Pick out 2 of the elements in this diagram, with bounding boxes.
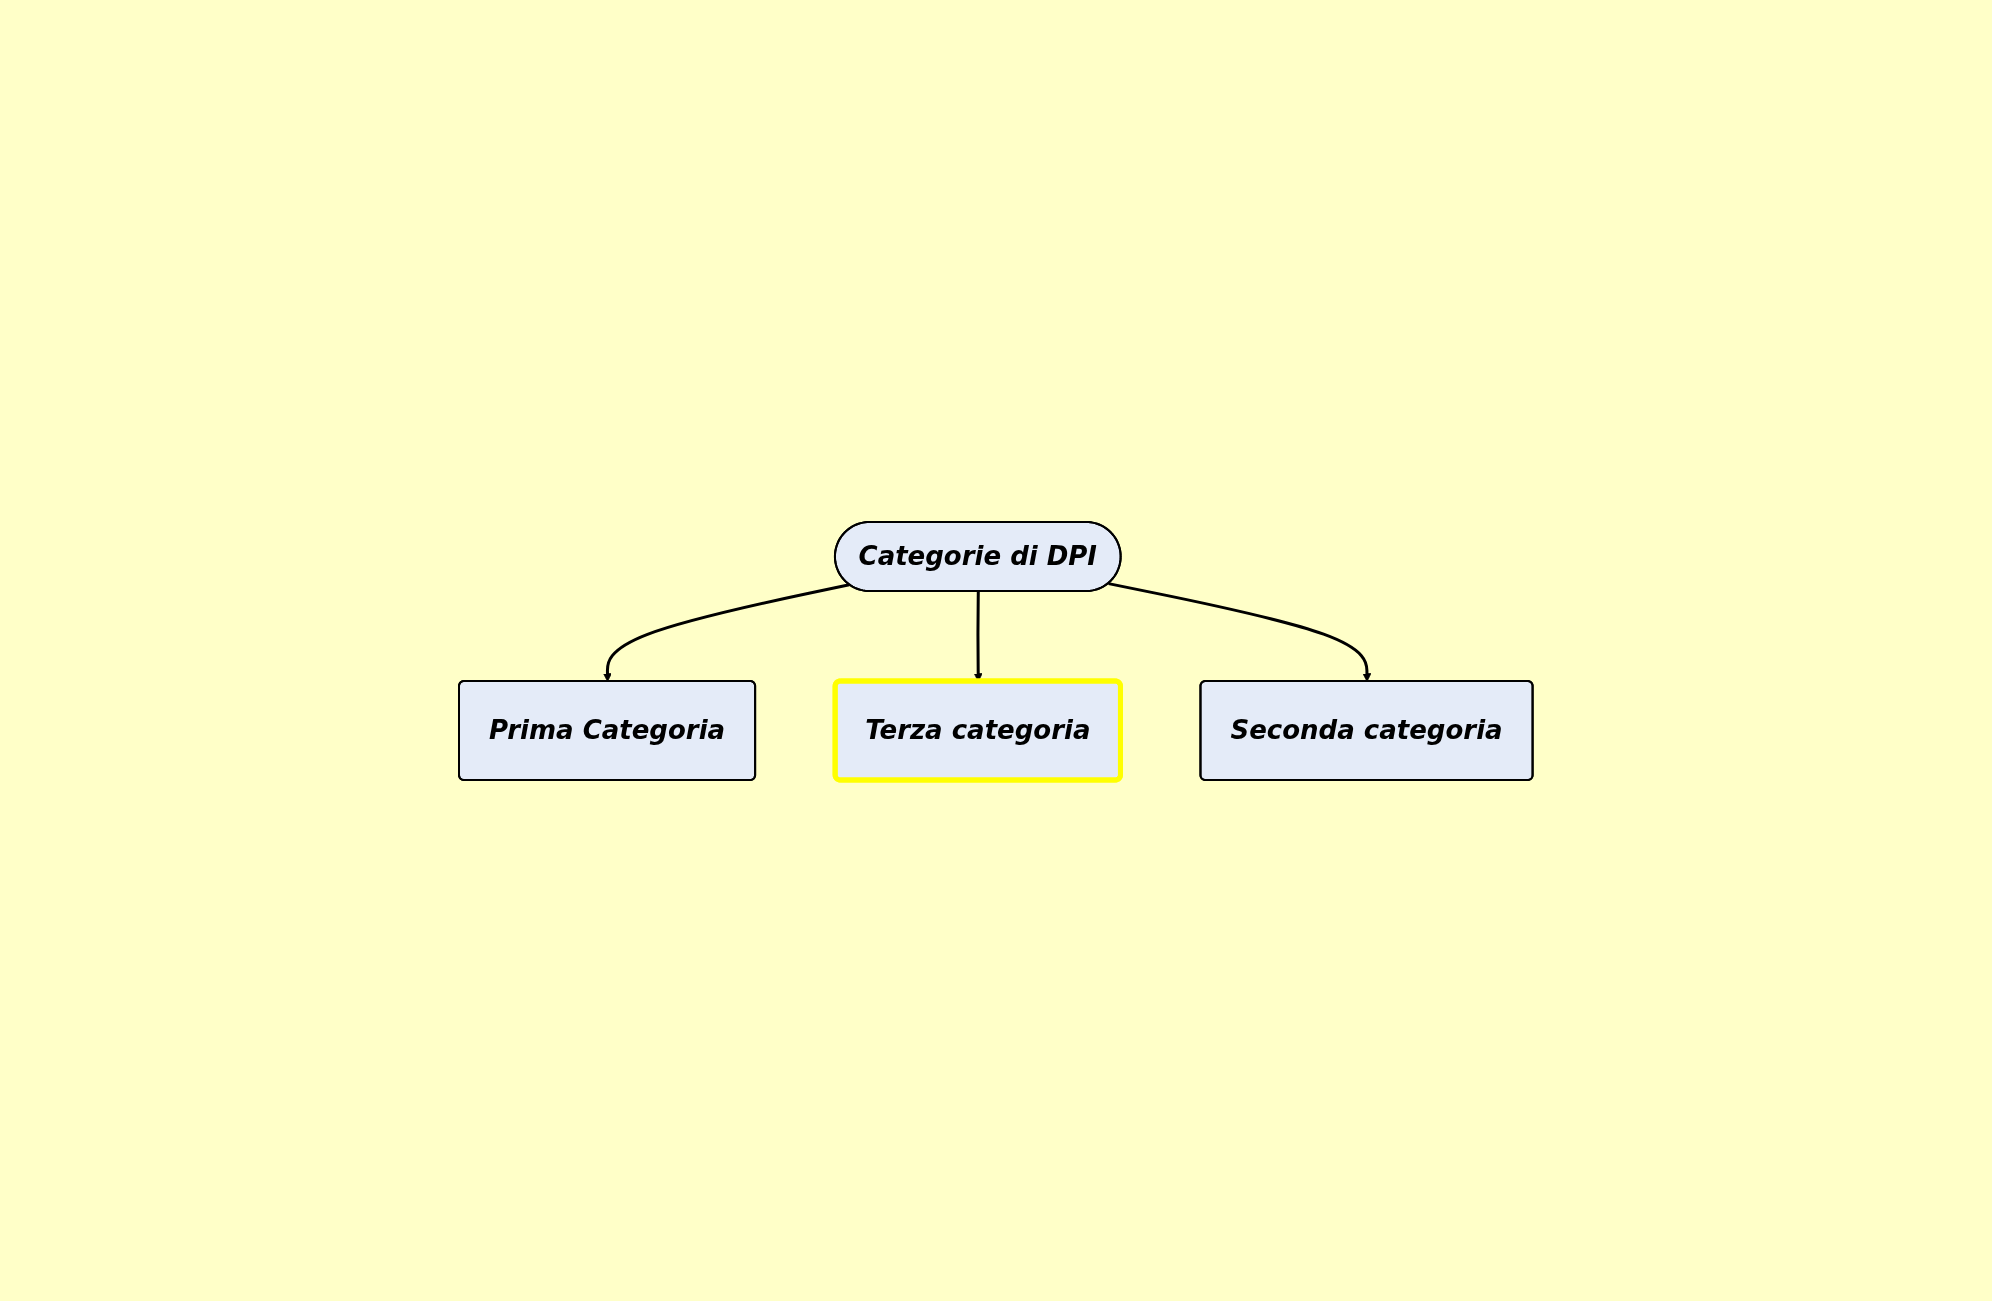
arrow xyxy=(603,582,850,682)
arrow xyxy=(1108,581,1372,682)
